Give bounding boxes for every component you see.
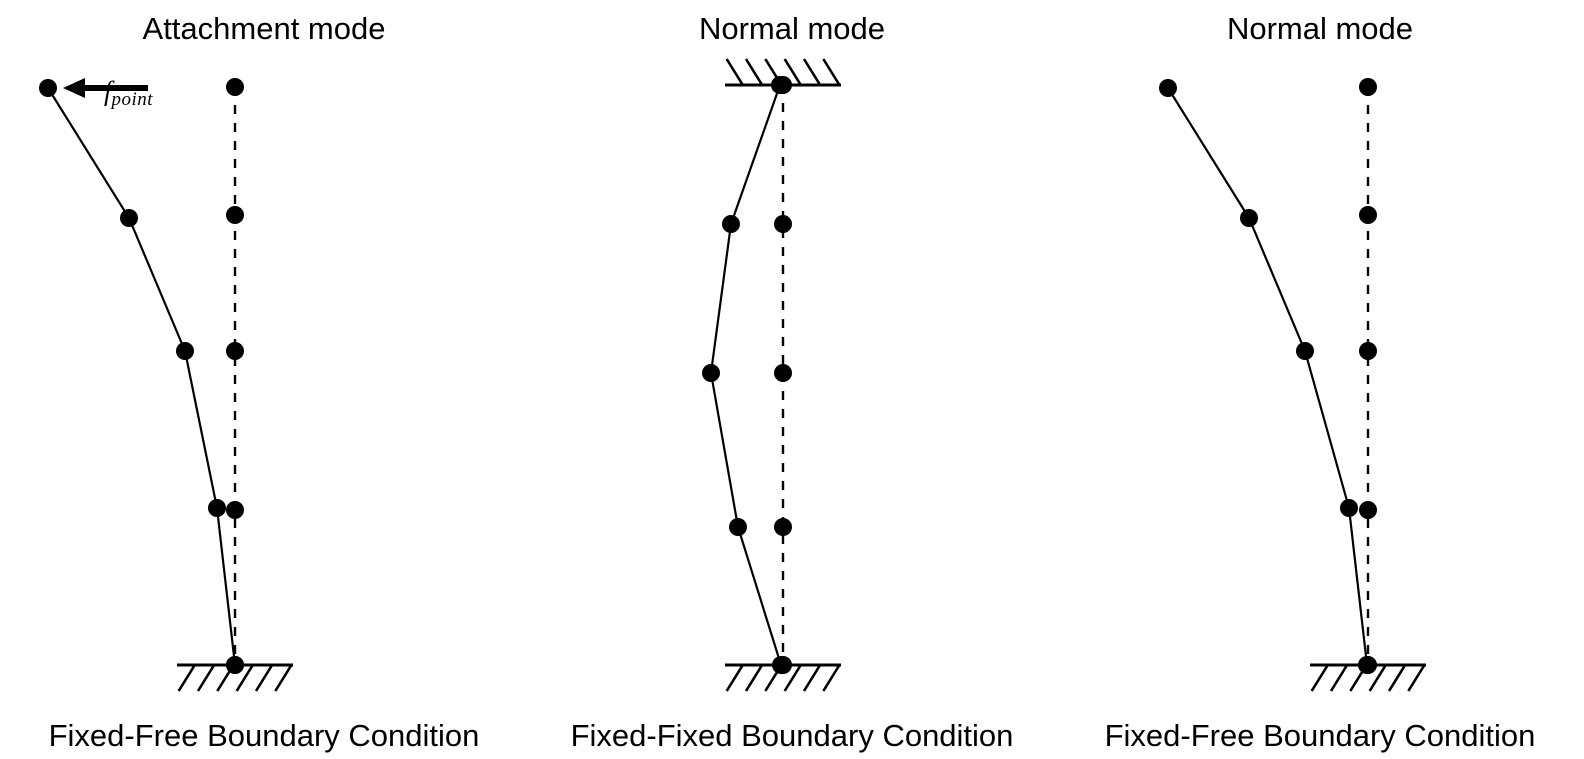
- force-arrow: [63, 78, 148, 98]
- reference-node: [774, 364, 792, 382]
- mode-node: [702, 364, 720, 382]
- bottom-fixed-support-hatch: [274, 664, 293, 692]
- top-fixed-support-hatch: [802, 58, 822, 86]
- panel-title: Attachment mode: [142, 11, 386, 46]
- mode-node: [771, 76, 789, 94]
- bottom-fixed-support-hatch: [822, 664, 841, 692]
- reference-node: [1359, 78, 1377, 96]
- mode-node: [1358, 656, 1376, 674]
- reference-node: [226, 206, 244, 224]
- force-label-subscript: point: [111, 89, 154, 110]
- mode-node: [722, 215, 740, 233]
- mode-node: [176, 342, 194, 360]
- mode-node: [1340, 499, 1358, 517]
- mode-shape-line: [1166, 86, 1369, 667]
- reference-node: [1359, 342, 1377, 360]
- mode-node: [1159, 79, 1177, 97]
- mode-shape-drawing: [39, 78, 293, 692]
- mode-node: [39, 79, 57, 97]
- bottom-fixed-support-hatch: [1387, 664, 1407, 692]
- bottom-fixed-support-hatch: [1310, 664, 1329, 692]
- bottom-fixed-support-hatch: [725, 664, 744, 692]
- reference-node: [1359, 501, 1377, 519]
- top-fixed-support-hatch: [725, 58, 744, 86]
- bottom-fixed-support-hatch: [1329, 664, 1349, 692]
- panel-caption: Fixed-Fixed Boundary Condition: [570, 717, 1014, 753]
- mode-node: [1296, 342, 1314, 360]
- reference-node: [226, 501, 244, 519]
- bottom-fixed-support-hatch: [1368, 664, 1387, 692]
- top-fixed-support-hatch: [783, 58, 802, 86]
- mode-shape-line: [46, 86, 237, 667]
- top-fixed-support-hatch: [744, 58, 764, 86]
- top-fixed-support-hatch: [822, 58, 841, 86]
- mode-node: [729, 518, 747, 536]
- mode-node: [1240, 209, 1258, 227]
- bottom-fixed-support-hatch: [196, 664, 216, 692]
- bottom-fixed-support-hatch: [744, 664, 764, 692]
- mode-shape-drawing: [1159, 78, 1426, 692]
- mode-shape-line: [709, 83, 783, 667]
- bottom-fixed-support-hatch: [177, 664, 196, 692]
- reference-node: [226, 342, 244, 360]
- bottom-fixed-support-hatch: [1407, 664, 1426, 692]
- mode-node: [772, 656, 790, 674]
- reference-node: [226, 78, 244, 96]
- mode-node: [120, 209, 138, 227]
- bottom-fixed-support-hatch: [235, 664, 254, 692]
- mode-node: [208, 499, 226, 517]
- panel-caption: Fixed-Free Boundary Condition: [48, 717, 480, 753]
- reference-node: [774, 518, 792, 536]
- reference-node: [1359, 206, 1377, 224]
- bottom-fixed-support-hatch: [783, 664, 802, 692]
- mode-node: [226, 656, 244, 674]
- panel-title: Normal mode: [698, 11, 886, 46]
- force-label: fpoint: [104, 76, 154, 110]
- panel-title: Normal mode: [1226, 11, 1414, 46]
- bottom-fixed-support-hatch: [254, 664, 274, 692]
- force-label-symbol: f: [104, 76, 112, 106]
- bottom-fixed-support-hatch: [802, 664, 822, 692]
- reference-node: [774, 215, 792, 233]
- mode-shape-drawing: [702, 58, 841, 692]
- force-arrow-head: [63, 78, 85, 98]
- panel-caption: Fixed-Free Boundary Condition: [1104, 717, 1536, 753]
